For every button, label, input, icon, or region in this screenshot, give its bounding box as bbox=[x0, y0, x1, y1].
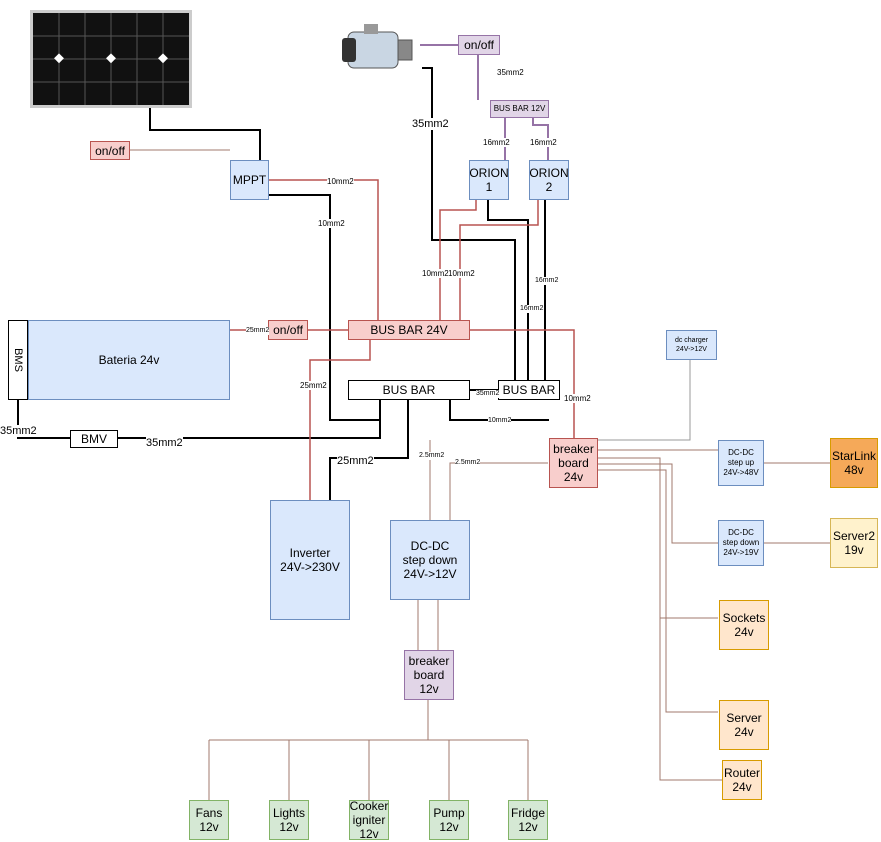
solar-switch[interactable]: on/off bbox=[90, 141, 130, 160]
label-bus-35: 35mm2 bbox=[476, 390, 500, 398]
label-orion1-16: 16mm2 bbox=[483, 138, 510, 147]
label-inv-25-main: 25mm2 bbox=[337, 455, 374, 467]
label-stepdown-25b: 2.5mm2 bbox=[455, 459, 481, 467]
alternator-switch[interactable]: on/off bbox=[458, 35, 500, 55]
bmv-shunt: BMV bbox=[70, 430, 118, 448]
charger-wire bbox=[598, 360, 691, 441]
label-orion-10b: 10mm2 bbox=[448, 269, 475, 278]
dc-dc-step-down-12v: DC-DC step down 24V->12V bbox=[390, 520, 470, 600]
black-wires bbox=[17, 67, 549, 500]
inverter: Inverter 24V->230V bbox=[270, 500, 350, 620]
red-wires bbox=[218, 179, 575, 500]
lights: Lights 12v bbox=[269, 800, 309, 840]
battery-switch[interactable]: on/off bbox=[268, 320, 308, 340]
label-mppt-10b: 10mm2 bbox=[318, 219, 345, 228]
alternator-icon bbox=[340, 20, 420, 75]
dc-charger: dc charger 24V->12V bbox=[666, 330, 717, 360]
label-stepdown-25a: 2.5mm2 bbox=[419, 452, 445, 460]
label-orion-10a: 10mm2 bbox=[422, 269, 449, 278]
label-mppt-10a: 10mm2 bbox=[327, 177, 354, 186]
label-breaker-10: 10mm2 bbox=[564, 394, 591, 403]
fridge: Fridge 12v bbox=[508, 800, 548, 840]
label-bmv-35: 35mm2 bbox=[146, 437, 183, 449]
server: Server 24v bbox=[719, 700, 769, 750]
label-orion-16b: 16mm2 bbox=[520, 305, 544, 313]
label-inv-25: 25mm2 bbox=[300, 381, 327, 390]
sockets: Sockets 24v bbox=[719, 600, 769, 650]
orion-1: ORION 1 bbox=[469, 160, 509, 200]
pump: Pump 12v bbox=[429, 800, 469, 840]
bms-label: BMS bbox=[12, 348, 24, 372]
breaker-board-24v: breaker board 24v bbox=[549, 438, 598, 488]
busbar-24v: BUS BAR 24V bbox=[348, 320, 470, 340]
label-orion2-16: 16mm2 bbox=[530, 138, 557, 147]
busbar-main: BUS BAR bbox=[348, 380, 470, 400]
cooker-igniter: Cooker igniter 12v bbox=[349, 799, 389, 841]
bms: BMS bbox=[8, 320, 28, 400]
label-orion-16a: 16mm2 bbox=[535, 277, 559, 285]
solar-grid bbox=[33, 13, 189, 105]
server2: Server2 19v bbox=[830, 518, 878, 568]
dc-dc-step-up: DC-DC step up 24V->48V bbox=[718, 440, 764, 486]
label-bus-10: 10mm2 bbox=[488, 417, 512, 425]
battery: Bateria 24v bbox=[28, 320, 230, 400]
breaker-board-12v: breaker board 12v bbox=[404, 650, 454, 700]
label-alt-35-main: 35mm2 bbox=[412, 118, 449, 130]
router: Router 24v bbox=[722, 760, 762, 800]
label-alt-35: 35mm2 bbox=[497, 68, 524, 77]
fans: Fans 12v bbox=[189, 800, 229, 840]
orion-2: ORION 2 bbox=[529, 160, 569, 200]
busbar-12v: BUS BAR 12V bbox=[490, 100, 549, 118]
solar-panel-icon bbox=[30, 10, 192, 108]
busbar-secondary: BUS BAR bbox=[498, 380, 560, 400]
dc-dc-step-down-19v: DC-DC step down 24V->19V bbox=[718, 520, 764, 566]
starlink: StarLink 48v bbox=[830, 438, 878, 488]
label-bms-35: 35mm2 bbox=[0, 425, 37, 437]
label-bat-25: 25mm2 bbox=[246, 327, 270, 335]
mppt-controller: MPPT bbox=[230, 160, 269, 200]
